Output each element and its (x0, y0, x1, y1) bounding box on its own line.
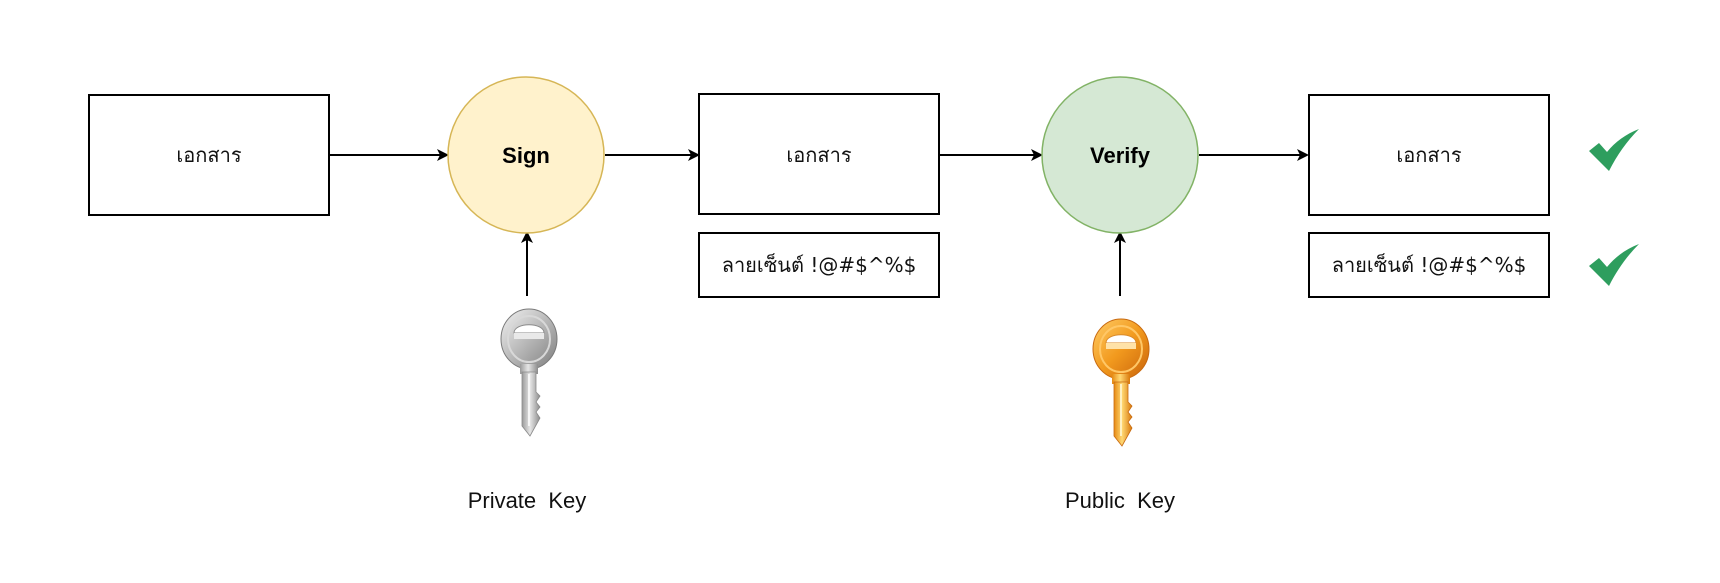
checkmark-icon (1589, 244, 1639, 286)
sign-circle (447, 76, 605, 234)
node-document-original-label: เอกสาร (176, 143, 241, 167)
node-document-signed-label: เอกสาร (786, 143, 851, 167)
node-signature-signed-label: ลายเซ็นต์ !@#$^%$ (722, 252, 917, 277)
node-document-verified-label: เอกสาร (1396, 143, 1461, 167)
node-verify-label: Verify (1090, 143, 1151, 168)
node-signature-verified[interactable]: ลายเซ็นต์ !@#$^%$ (1308, 232, 1550, 298)
checkmark-icon (1589, 129, 1639, 171)
edges (330, 149, 1309, 296)
node-sign[interactable]: Sign (447, 76, 605, 234)
public-key-label: Public Key (1065, 488, 1175, 513)
node-signature-verified-label: ลายเซ็นต์ !@#$^%$ (1332, 252, 1527, 277)
private-key-label: Private Key (468, 488, 587, 513)
node-document-verified[interactable]: เอกสาร (1308, 94, 1550, 216)
silver-key-icon (500, 308, 558, 437)
node-signature-signed[interactable]: ลายเซ็นต์ !@#$^%$ (698, 232, 940, 298)
node-document-original[interactable]: เอกสาร (88, 94, 330, 216)
node-verify[interactable]: Verify (1041, 76, 1199, 234)
gold-key-icon (1092, 318, 1150, 447)
verify-circle (1041, 76, 1199, 234)
node-sign-label: Sign (502, 143, 550, 168)
node-document-signed[interactable]: เอกสาร (698, 93, 940, 215)
